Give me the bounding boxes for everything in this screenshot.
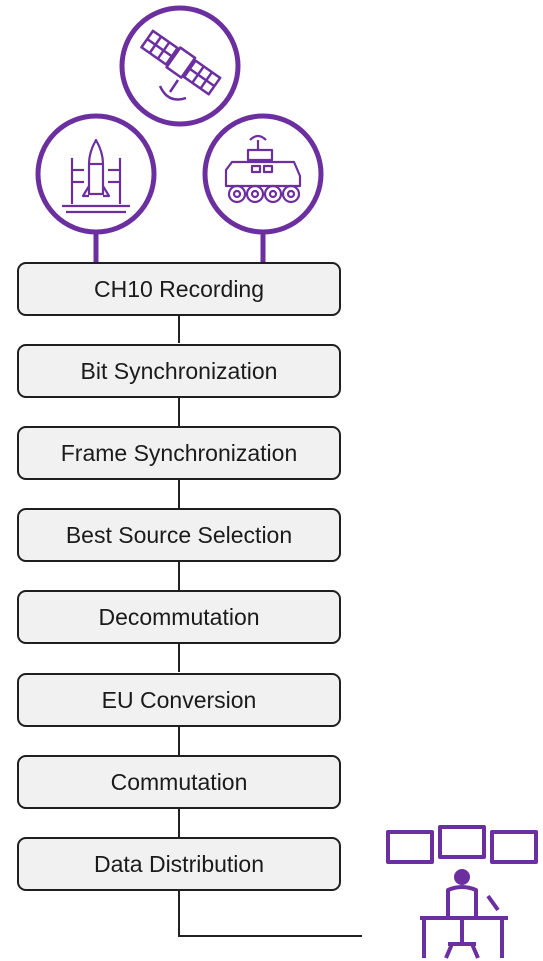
operator-workstation-icon bbox=[386, 825, 538, 959]
step-bit-synchronization: Bit Synchronization bbox=[17, 344, 341, 398]
rocket-source bbox=[35, 113, 157, 235]
step-commutation: Commutation bbox=[17, 755, 341, 809]
rover-vehicle-icon bbox=[224, 134, 302, 204]
rover-source bbox=[202, 113, 324, 235]
step-best-source-selection: Best Source Selection bbox=[17, 508, 341, 562]
rocket-launchpad-icon bbox=[62, 138, 130, 214]
step-data-distribution: Data Distribution bbox=[17, 837, 341, 891]
satellite-source bbox=[119, 5, 241, 127]
step-frame-synchronization: Frame Synchronization bbox=[17, 426, 341, 480]
pipeline-connectors bbox=[178, 316, 362, 937]
satellite-icon bbox=[140, 29, 222, 101]
step-eu-conversion: EU Conversion bbox=[17, 673, 341, 727]
step-decommutation: Decommutation bbox=[17, 590, 341, 644]
step-ch10-recording: CH10 Recording bbox=[17, 262, 341, 316]
